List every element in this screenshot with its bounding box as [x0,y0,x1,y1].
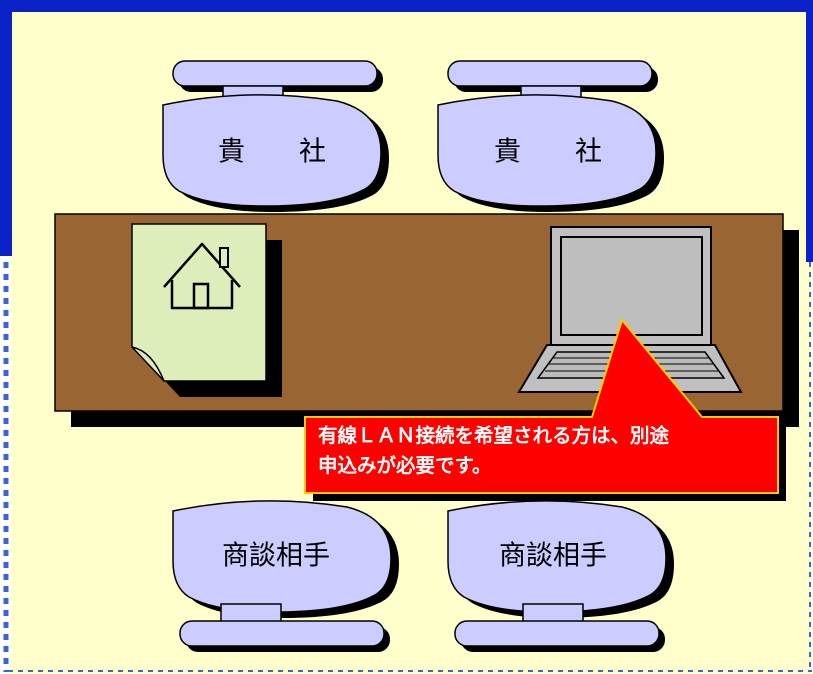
chair-bottom-right: 商談相手 [447,500,674,652]
callout-text: 有線ＬＡＮ接続を希望される方は、別途 申込みが必要です。 [318,421,778,481]
laptop-icon [517,226,743,393]
seat-label-top-right: 貴 社 [494,137,602,168]
seat-label-top-left: 貴 社 [218,137,326,168]
chair-bottom-left: 商談相手 [172,500,399,652]
frame-solid-border [0,0,813,262]
callout-balloon [304,317,786,501]
seat-label-bottom-right: 商談相手 [499,541,607,572]
chair-top-left: 貴 社 [162,60,389,212]
callout-line-1: 有線ＬＡＮ接続を希望される方は、別途 [318,424,670,447]
chair-top-right: 貴 社 [437,60,664,212]
seat-label-bottom-left: 商談相手 [222,541,330,572]
house-document-icon [131,223,282,397]
callout-line-2: 申込みが必要です。 [318,454,492,477]
